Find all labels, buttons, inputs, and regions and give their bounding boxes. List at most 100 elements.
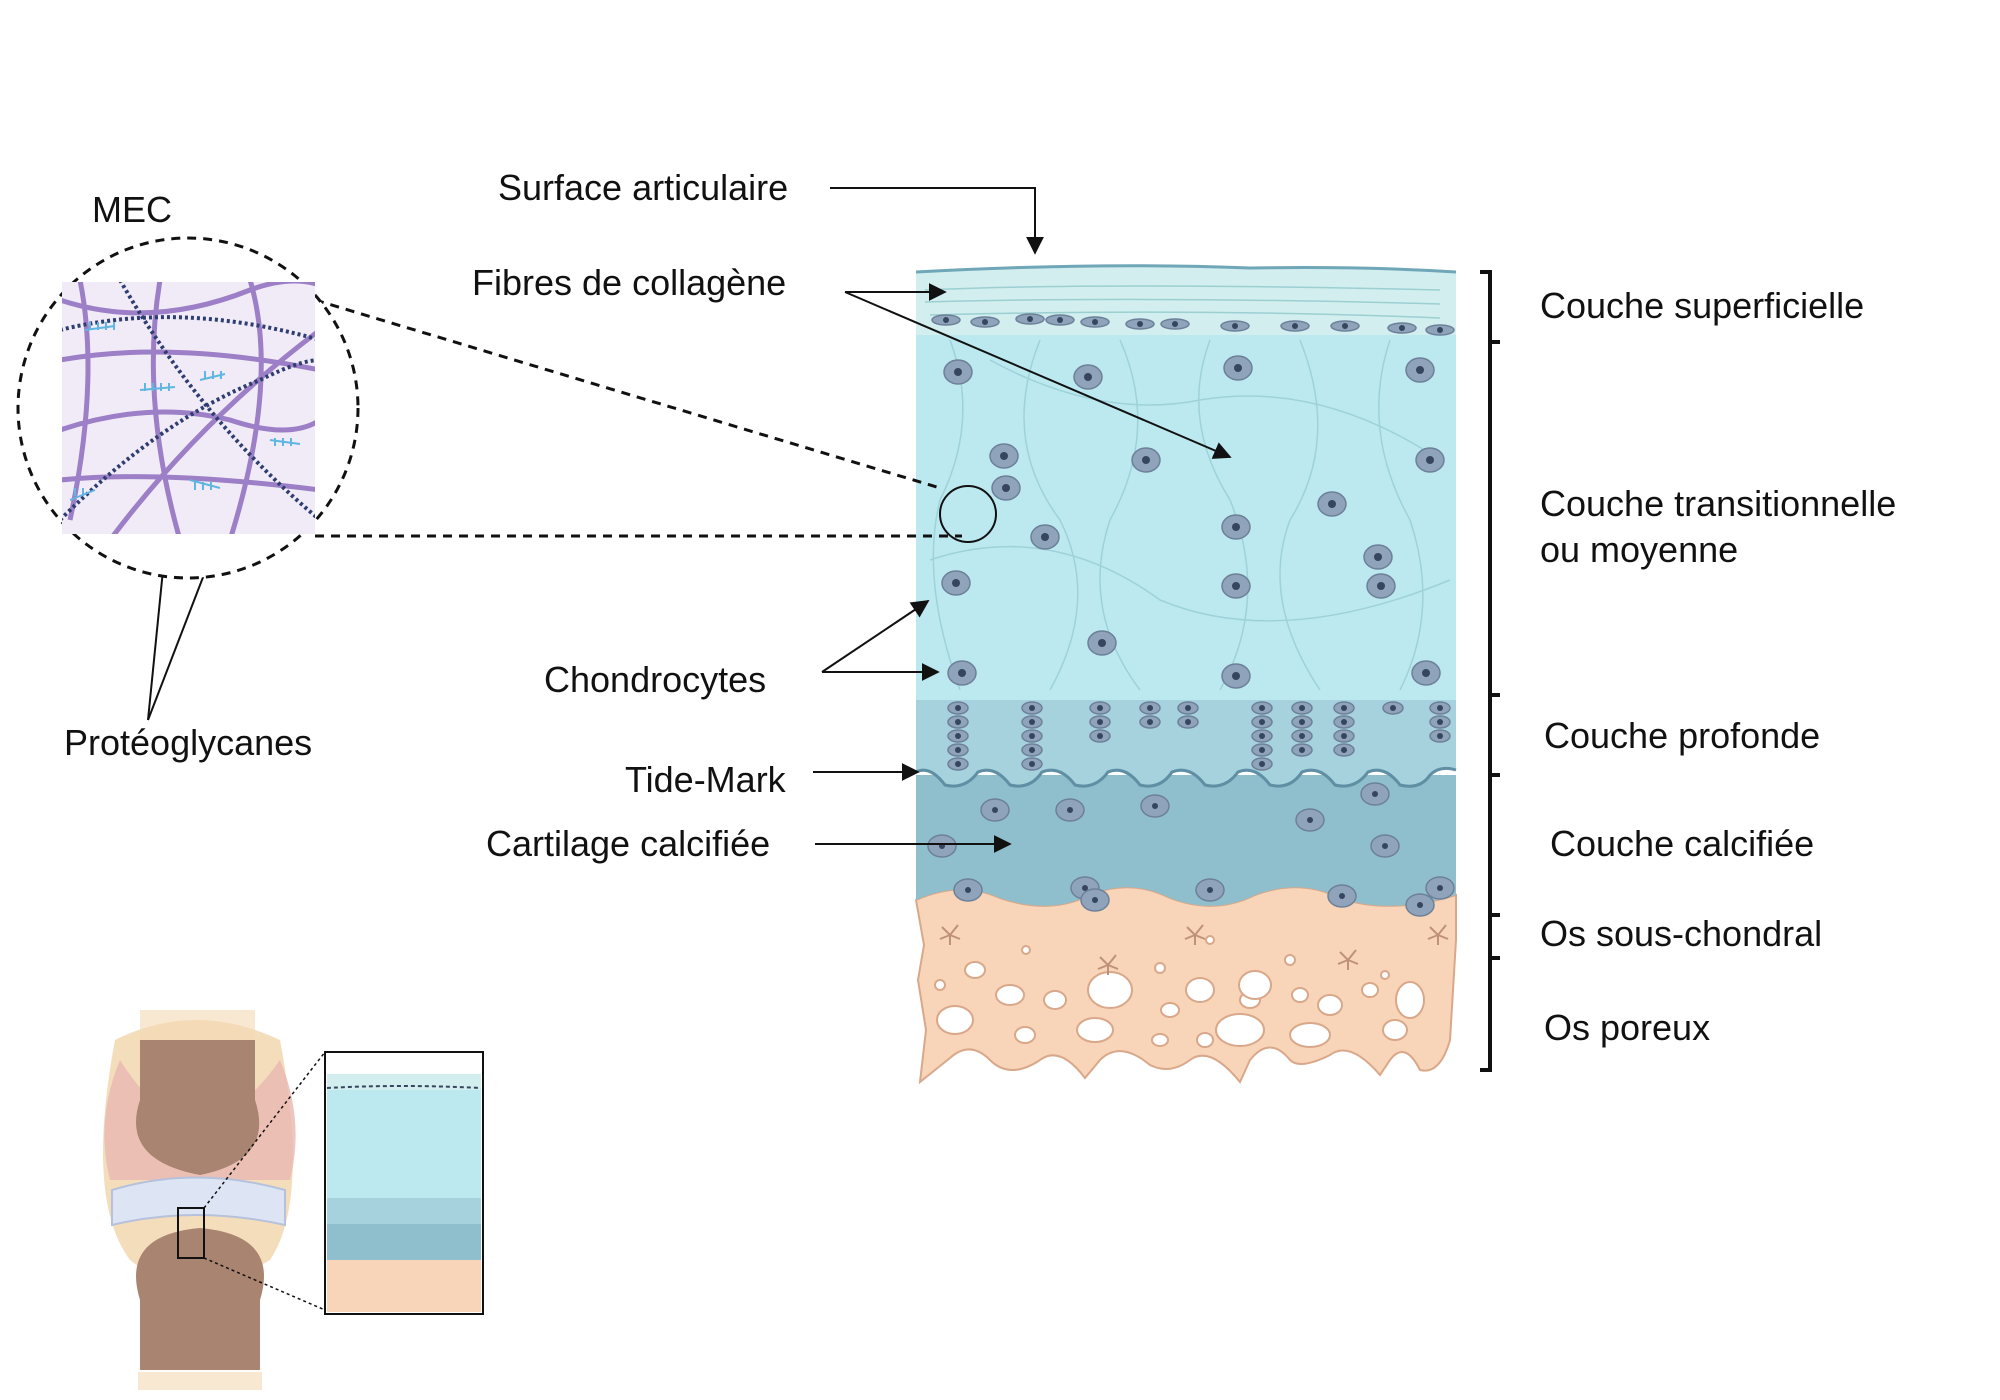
nucleus <box>1372 791 1378 797</box>
nucleus <box>1172 321 1178 327</box>
nucleus <box>1147 705 1153 711</box>
nucleus <box>1185 719 1191 725</box>
tide-mark-line <box>915 766 1457 788</box>
nucleus <box>955 761 961 767</box>
deep-layer <box>916 687 1456 787</box>
nucleus <box>1097 733 1103 739</box>
label-proteoglycanes: Protéoglycanes <box>64 722 312 763</box>
nucleus <box>1382 843 1388 849</box>
zoom-lines <box>314 298 962 538</box>
nucleus <box>958 669 966 677</box>
nucleus <box>1328 500 1336 508</box>
layer-label-sous-chondral: Os sous-chondral <box>1540 913 1822 954</box>
layer-label-profonde: Couche profonde <box>1544 715 1820 756</box>
nucleus <box>1097 705 1103 711</box>
layer-brackets <box>1480 270 1500 1072</box>
nucleus <box>943 317 949 323</box>
nucleus <box>1292 323 1298 329</box>
layer-labels: Couche superficielle Couche transitionne… <box>1540 285 1896 1048</box>
nucleus <box>1259 705 1265 711</box>
nucleus <box>955 719 961 725</box>
nucleus <box>1390 705 1396 711</box>
nucleus <box>1232 523 1240 531</box>
nucleus <box>1152 803 1158 809</box>
nucleus <box>1207 887 1213 893</box>
layer-label-superficielle: Couche superficielle <box>1540 285 1864 326</box>
nucleus <box>1416 366 1424 374</box>
nucleus <box>1259 761 1265 767</box>
nucleus <box>1341 747 1347 753</box>
layer-label-poreux: Os poreux <box>1544 1007 1710 1048</box>
nucleus <box>1341 733 1347 739</box>
nucleus <box>992 807 998 813</box>
nucleus <box>1057 317 1063 323</box>
nucleus <box>1082 885 1088 891</box>
nucleus <box>965 887 971 893</box>
nucleus <box>1437 719 1443 725</box>
nucleus <box>1341 719 1347 725</box>
mec-inset <box>16 236 360 580</box>
nucleus <box>1437 705 1443 711</box>
nucleus <box>1426 456 1434 464</box>
layer-label-calcifiee: Couche calcifiée <box>1550 823 1814 864</box>
nucleus <box>1002 484 1010 492</box>
nucleus <box>1299 733 1305 739</box>
nucleus <box>1341 705 1347 711</box>
nucleus <box>954 368 962 376</box>
nucleus <box>1029 747 1035 753</box>
nucleus <box>1232 582 1240 590</box>
nucleus <box>1041 533 1049 541</box>
nucleus <box>1422 669 1430 677</box>
nucleus <box>1374 553 1382 561</box>
nucleus <box>1234 364 1242 372</box>
label-cartilage-calcifiee: Cartilage calcifiée <box>486 823 770 864</box>
nucleus <box>1307 817 1313 823</box>
nucleus <box>1299 747 1305 753</box>
nucleus <box>982 319 988 325</box>
nucleus <box>1437 327 1443 333</box>
nucleus <box>1339 893 1345 899</box>
nucleus <box>1098 639 1106 647</box>
label-fibres-collagene: Fibres de collagène <box>472 262 786 303</box>
nucleus <box>955 705 961 711</box>
label-tide-mark: Tide-Mark <box>625 759 787 800</box>
cartilage-block <box>914 264 1457 1085</box>
annotation-labels: Surface articulaire Fibres de collagène … <box>64 167 788 864</box>
nucleus <box>1097 719 1103 725</box>
layer-label-transitionnelle: Couche transitionnelle <box>1540 483 1896 524</box>
nucleus <box>1029 761 1035 767</box>
layer-label-moyenne: ou moyenne <box>1540 529 1738 570</box>
nucleus <box>955 733 961 739</box>
nucleus <box>1437 885 1443 891</box>
nucleus <box>1259 747 1265 753</box>
calcified-layer <box>916 775 1456 906</box>
nucleus <box>1084 373 1092 381</box>
nucleus <box>955 747 961 753</box>
nucleus <box>1067 807 1073 813</box>
nucleus <box>1092 897 1098 903</box>
nucleus <box>1399 325 1405 331</box>
nucleus <box>1259 719 1265 725</box>
nucleus <box>1147 719 1153 725</box>
nucleus <box>1029 705 1035 711</box>
nucleus <box>1232 672 1240 680</box>
label-chondrocytes: Chondrocytes <box>544 659 766 700</box>
nucleus <box>952 579 960 587</box>
nucleus <box>1027 316 1033 322</box>
nucleus <box>1000 452 1008 460</box>
nucleus <box>1232 323 1238 329</box>
nucleus <box>1377 582 1385 590</box>
nucleus <box>1142 456 1150 464</box>
nucleus <box>1029 733 1035 739</box>
nucleus <box>1299 719 1305 725</box>
nucleus <box>1029 719 1035 725</box>
nucleus <box>1417 902 1423 908</box>
label-mec: MEC <box>92 189 172 230</box>
nucleus <box>1342 323 1348 329</box>
nucleus <box>1092 319 1098 325</box>
nucleus <box>1185 705 1191 711</box>
nucleus <box>1259 733 1265 739</box>
nucleus <box>1437 733 1443 739</box>
zoom-circle <box>939 485 997 543</box>
